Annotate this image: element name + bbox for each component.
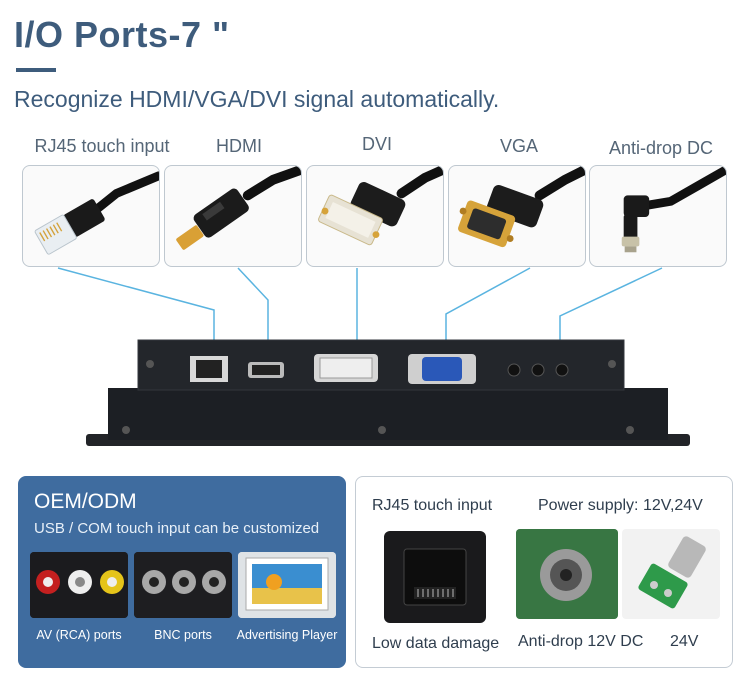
- port-card-dc: [589, 165, 727, 267]
- port-label-hdmi: HDMI: [216, 136, 262, 156]
- power-supply-title: Power supply: 12V,24V: [538, 497, 703, 514]
- port-label-dc: Anti-drop DC: [608, 138, 714, 158]
- rj45-cable-icon: [34, 171, 159, 255]
- port-label-vga: VGA: [499, 136, 538, 156]
- page-subtitle: Recognize HDMI/VGA/DVI signal automatica…: [14, 86, 500, 112]
- dc-jack-photo: [516, 529, 618, 619]
- oem-caption-bnc: BNC ports: [154, 628, 212, 642]
- oem-subtitle: USB / COM touch input can be customized: [34, 520, 320, 537]
- port-card-hdmi: [164, 165, 302, 267]
- port-card-vga: [448, 165, 586, 267]
- v24-connector-icon: [622, 529, 720, 619]
- oem-caption-rca: AV (RCA) ports: [36, 628, 122, 642]
- port-card-dvi: [306, 165, 444, 267]
- details-panel: RJ45 touch input Power supply: 12V,24V: [355, 476, 733, 668]
- v24-caption: 24V: [670, 633, 699, 650]
- oem-option-bnc: [134, 552, 232, 618]
- device-rear-panel: [86, 339, 690, 446]
- rca-ports-icon: [30, 552, 128, 618]
- oem-option-rca: [30, 552, 128, 618]
- hdmi-cable-icon: [176, 166, 301, 250]
- oem-panel: OEM/ODM USB / COM touch input can be cus…: [18, 476, 346, 668]
- dvi-cable-icon: [318, 166, 443, 246]
- v24-connector-photo: [622, 529, 720, 619]
- oem-option-player: [238, 552, 336, 618]
- oem-caption-player: Advertising Player: [236, 628, 338, 642]
- dc-caption: Anti-drop 12V DC: [518, 633, 644, 650]
- dc-jack-icon: [516, 529, 618, 619]
- rj45-caption: Low data damage: [372, 635, 500, 652]
- page-title: I/O Ports-7 ": [14, 14, 230, 55]
- rj45-port-photo: [384, 531, 486, 623]
- port-label-rj45: RJ45 touch input: [34, 136, 170, 156]
- dc-cable-icon: [621, 166, 726, 253]
- rj45-port-icon: [384, 531, 486, 623]
- vga-cable-icon: [458, 166, 585, 248]
- port-card-rj45: [22, 165, 160, 267]
- port-label-dvi: DVI: [361, 134, 392, 154]
- oem-title: OEM/ODM: [34, 490, 137, 513]
- rj45-detail-title: RJ45 touch input: [372, 497, 493, 514]
- bnc-ports-icon: [134, 552, 232, 618]
- title-underline: [16, 68, 56, 72]
- advertising-player-icon: [238, 552, 336, 618]
